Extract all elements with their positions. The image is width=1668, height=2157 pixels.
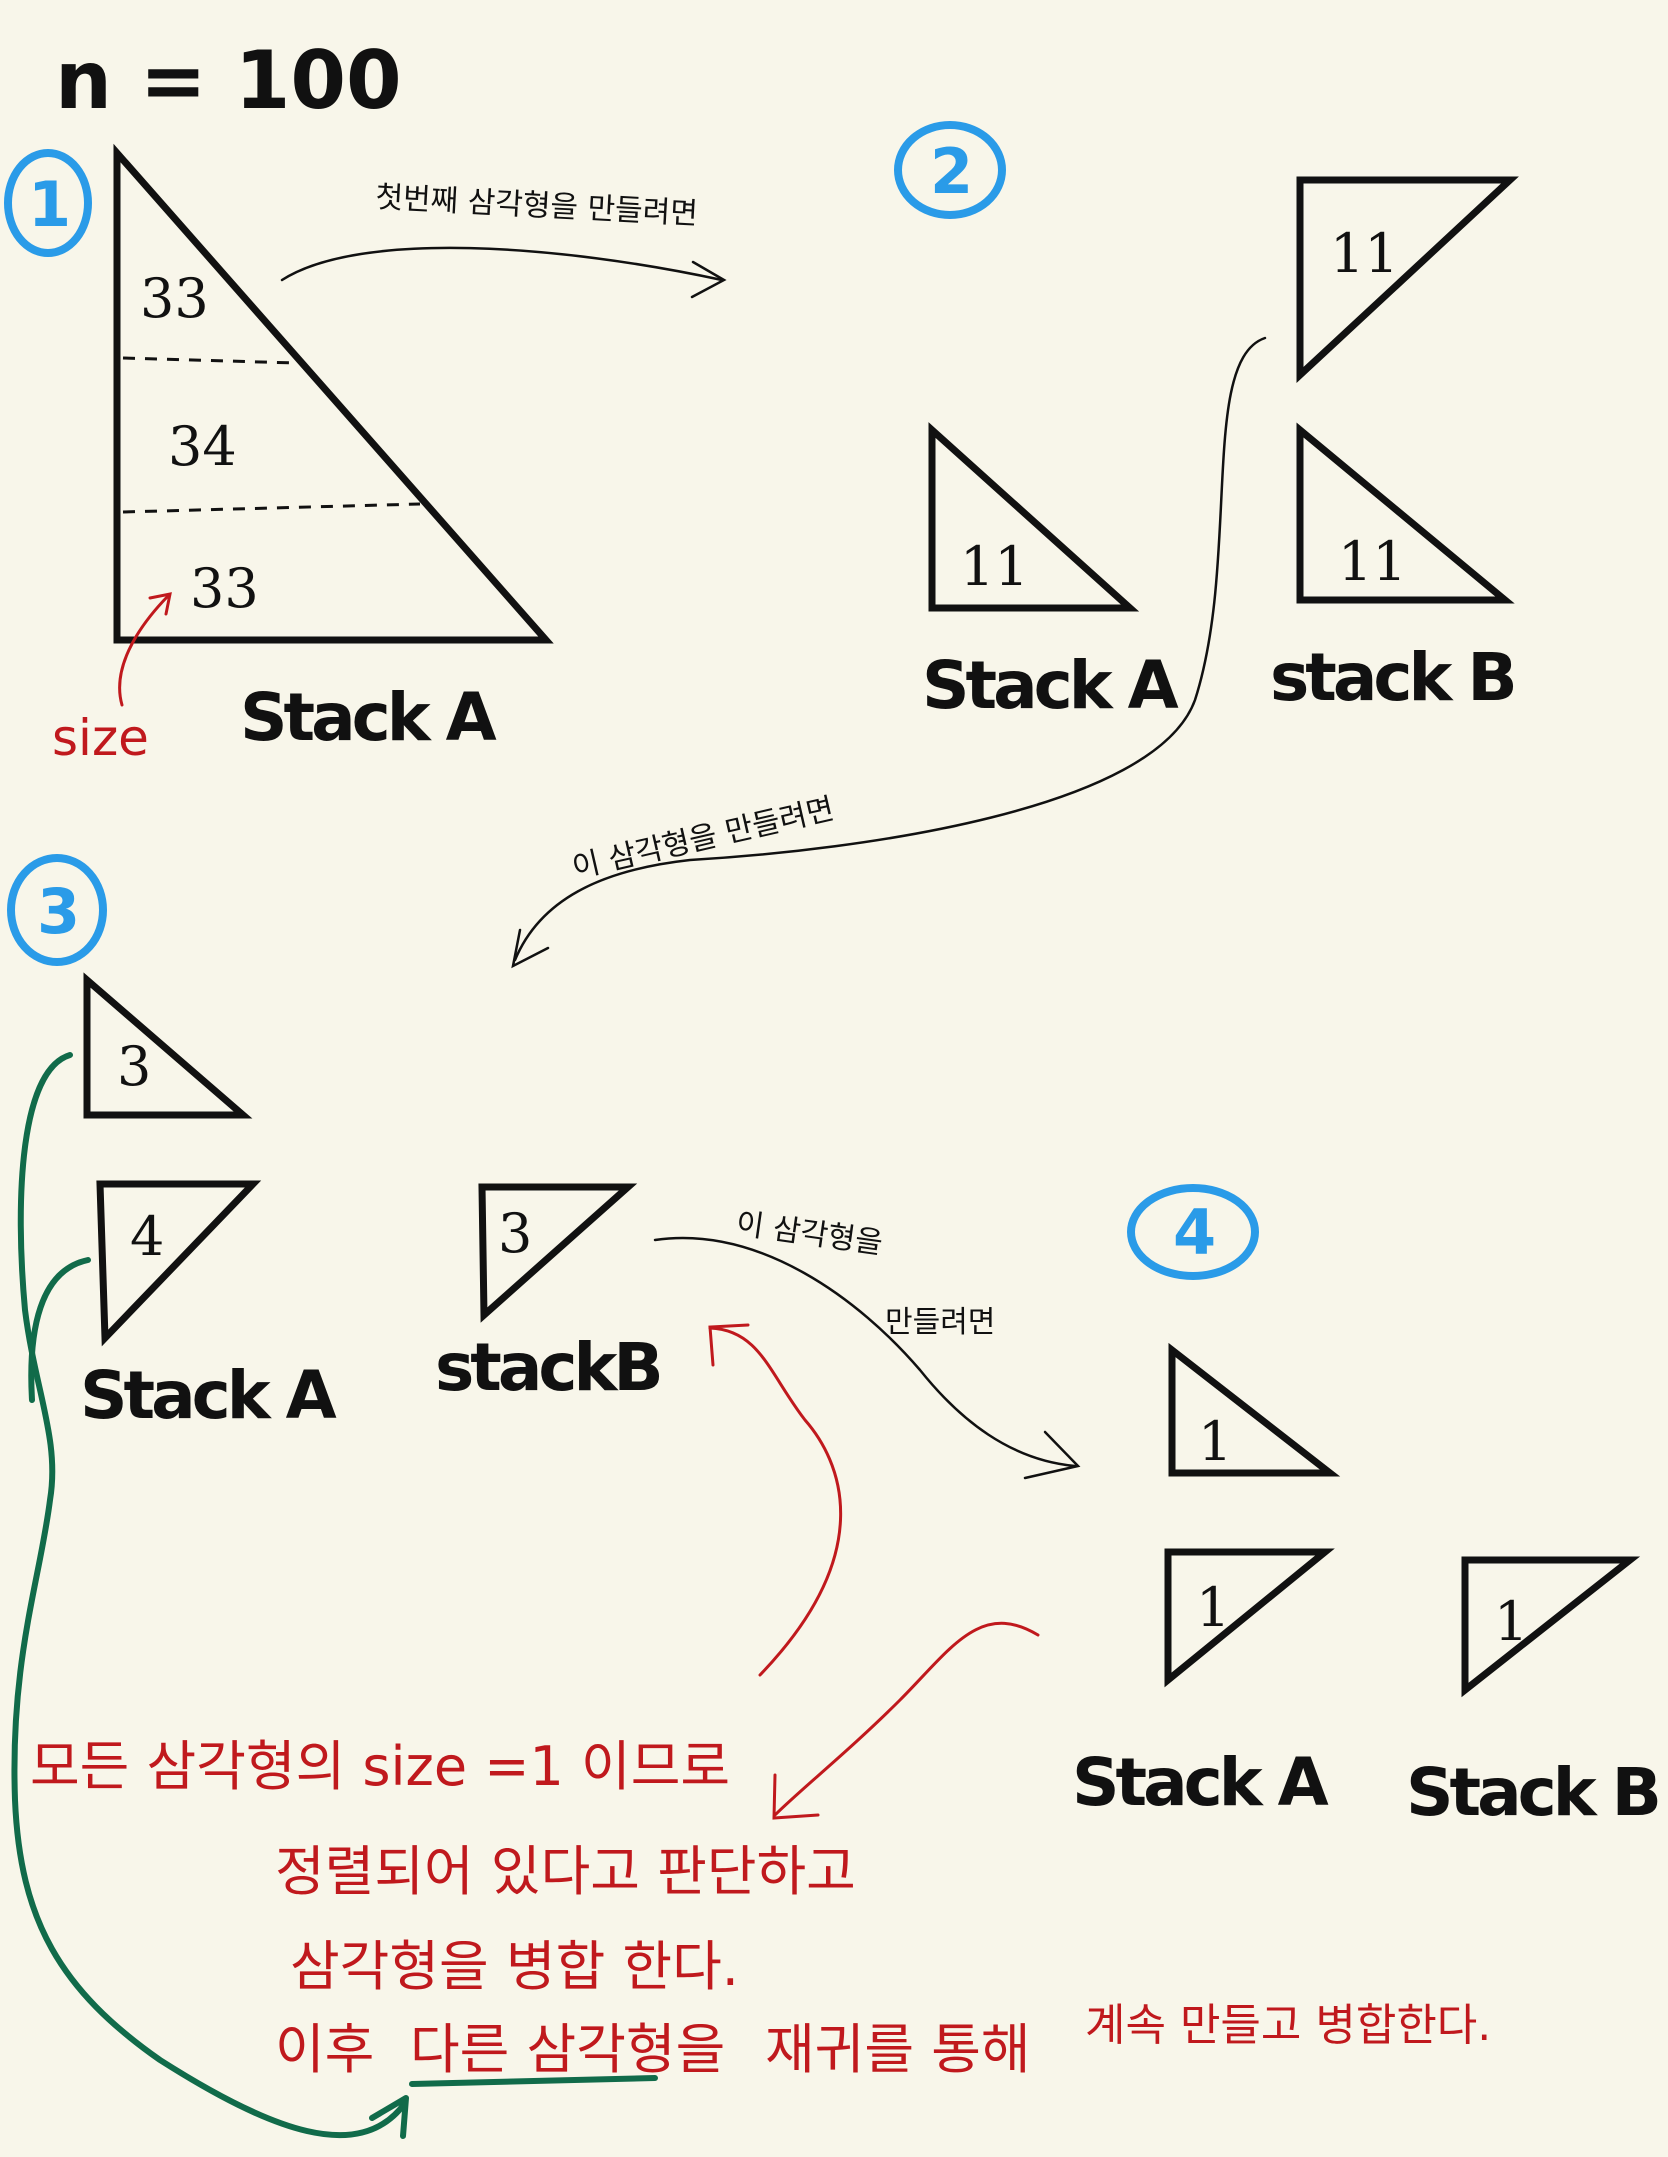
step-1-stack-a-label: Stack A (240, 679, 497, 756)
green-arrow-inner (28, 1257, 91, 1403)
step-4-top-triangle (1168, 1342, 1341, 1477)
step-3-stack-a-top-value: 3 (117, 1035, 151, 1098)
note-first-triangle: 첫번째 삼각형을 만들려면 (375, 180, 699, 232)
step-1: 1 33 34 33 size Stack A (4, 143, 554, 767)
step-1-divider-1 (122, 356, 297, 365)
conclusion-line-4-recursion: 재귀를 통해 (765, 2018, 1031, 2081)
arrow-3-to-4 (653, 1236, 1077, 1468)
arrow-2-to-3-head (511, 928, 550, 969)
red-arrow-from-step-4 (773, 1622, 1040, 1817)
conclusion-line-1: 모든 삼각형의 size =1 이므로 (30, 1735, 730, 1798)
step-2-number: 2 (930, 135, 973, 208)
green-arrow-head (369, 2095, 409, 2139)
step-1-part-middle: 34 (168, 415, 237, 478)
step-1-circle (4, 149, 92, 257)
step-3-stack-b-triangle (478, 1183, 638, 1323)
size-pointer-arrowhead (148, 592, 172, 616)
step-1-part-top: 33 (140, 267, 209, 330)
step-2-stack-a-triangle (928, 422, 1140, 612)
step-4-stack-a-value: 1 (1196, 1576, 1230, 1639)
step-3-stack-a-top-triangle (83, 972, 253, 1119)
step-2-stack-b-value: 11 (1338, 530, 1407, 593)
arrow-1-to-2 (280, 246, 724, 282)
step-3-stack-b-label: stackB (435, 1329, 660, 1406)
step-1-big-triangle (113, 143, 554, 644)
step-3-stack-b-value: 3 (498, 1202, 532, 1265)
step-4: 4 1 1 1 Stack A Stack B (1072, 1184, 1662, 1831)
step-4-stack-b-value: 1 (1494, 1590, 1528, 1653)
step-4-stack-a-triangle (1164, 1548, 1335, 1688)
step-3-circle (7, 854, 107, 966)
step-2: 2 11 11 11 Stack A stack B (894, 121, 1519, 724)
step-2-circle (894, 121, 1006, 219)
conclusion-note: 모든 삼각형의 size =1 이므로 정렬되어 있다고 판단하고 삼각형을 병… (30, 1735, 1491, 2081)
conclusion-line-4-other-triangles: 다른 삼각형을 (410, 2018, 725, 2081)
arrow-3-to-4-head (1023, 1430, 1081, 1480)
step-2-top-value: 11 (1330, 222, 1399, 285)
arrow-2-to-3 (513, 336, 1267, 962)
conclusion-line-4-continue: 계속 만들고 병합한다. (1085, 2000, 1491, 2051)
step-4-stack-b-triangle (1461, 1556, 1641, 1698)
conclusion-line-2: 정렬되어 있다고 판단하고 (275, 1840, 856, 1903)
red-arrow-to-stack-b-head (708, 1323, 750, 1367)
step-3: 3 3 4 3 Stack A stackB (7, 854, 664, 1434)
step-4-number: 4 (1173, 1196, 1216, 1269)
note-this-triangle-2b: 만들려면 (885, 1305, 995, 1340)
red-arrow-to-stack-b (708, 1326, 843, 1677)
step-4-stack-a-label: Stack A (1072, 1744, 1329, 1821)
note-this-triangle-2a: 이 삼각형을 (734, 1206, 885, 1261)
red-arrow-from-step-4-head (772, 1773, 820, 1820)
conclusion-line-3: 삼각형을 병합 한다. (290, 1935, 739, 1998)
step-4-top-value: 1 (1198, 1410, 1232, 1473)
step-3-stack-a-bottom-triangle (96, 1180, 262, 1347)
step-3-number: 3 (37, 875, 80, 948)
green-arrow-outer (11, 1052, 408, 2138)
note-this-triangle-1: 이 삼각형을 만들려면 (569, 792, 838, 886)
step-2-stack-b-label: stack B (1270, 639, 1514, 716)
size-pointer-arrow (118, 594, 170, 707)
step-4-stack-b-label: Stack B (1406, 1754, 1658, 1831)
arrow-1-to-2-head (690, 260, 727, 299)
step-2-stack-a-value: 11 (960, 535, 1029, 598)
step-3-stack-a-bottom-value: 4 (130, 1205, 164, 1268)
step-1-number: 1 (28, 168, 71, 241)
step-4-circle (1127, 1184, 1259, 1280)
size-label: size (52, 709, 149, 767)
step-3-stack-a-label: Stack A (80, 1357, 337, 1434)
step-2-stack-a-label: Stack A (922, 647, 1179, 724)
title: n = 100 (55, 34, 402, 127)
step-2-stack-b-triangle (1296, 422, 1515, 604)
conclusion-line-4-after: 이후 (275, 2018, 374, 2081)
step-1-part-bottom: 33 (190, 557, 259, 620)
step-2-top-triangle (1296, 176, 1519, 384)
step-1-divider-2 (122, 502, 421, 514)
green-underline (409, 2075, 658, 2087)
